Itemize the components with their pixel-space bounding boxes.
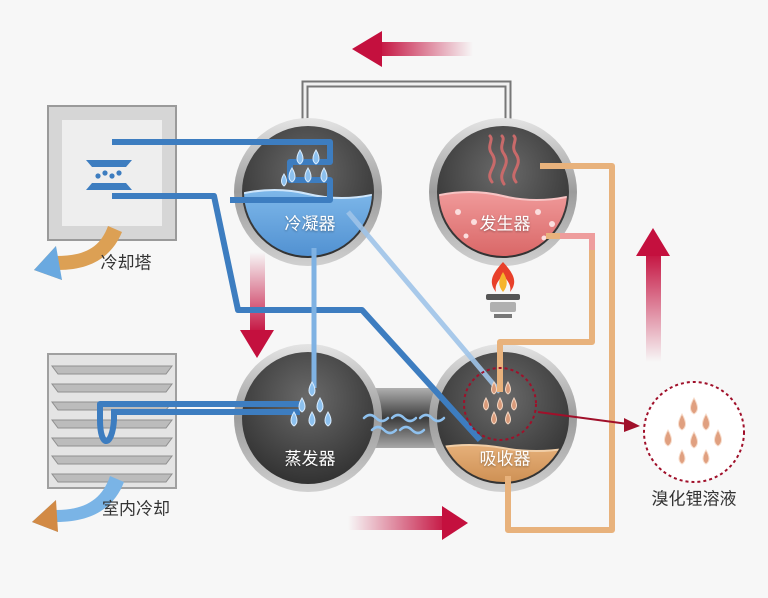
bottom-flow-arrow [348, 506, 468, 540]
right-up-arrow [636, 228, 670, 362]
solution-circle [643, 381, 745, 483]
vapor-connector-pipe [301, 80, 512, 128]
condenser-vessel [234, 118, 382, 266]
solution-pipe [505, 163, 615, 533]
solution-label: 溴化锂溶液 [651, 489, 737, 510]
indoor-cooling-label: 室内冷却 [102, 499, 170, 520]
evaporator-label: 蒸发器 [284, 449, 336, 470]
cooling-tower-icon [86, 160, 132, 190]
indoor-air-arrow [32, 476, 124, 532]
cooling-tower [47, 105, 177, 241]
top-flow-arrow [352, 31, 473, 67]
generator-vessel [429, 118, 577, 266]
generator-label: 发生器 [479, 214, 531, 235]
solution-pointer-arrow [537, 411, 640, 432]
left-down-arrow [240, 252, 274, 358]
cooling-tower-exhaust-arrow [34, 226, 122, 280]
bridge-wave-icon [362, 413, 446, 435]
condenser-label: 冷凝器 [284, 214, 336, 235]
solution-drops-icon [664, 397, 722, 465]
evaporator-drops-icon [290, 381, 332, 427]
absorber-highlight-circle [463, 367, 537, 441]
burner-flame-icon [486, 262, 520, 318]
refrigerant-to-absorber-pipe [346, 210, 502, 394]
absorber-drops-icon [483, 380, 517, 425]
indoor-water-pipe [97, 409, 300, 444]
cooling-tower-label: 冷却塔 [100, 253, 152, 274]
absorber-label: 吸收器 [479, 449, 531, 470]
evaporator-vessel [234, 344, 382, 492]
condenser-drops-icon [281, 149, 328, 187]
steam-icon [488, 134, 520, 186]
